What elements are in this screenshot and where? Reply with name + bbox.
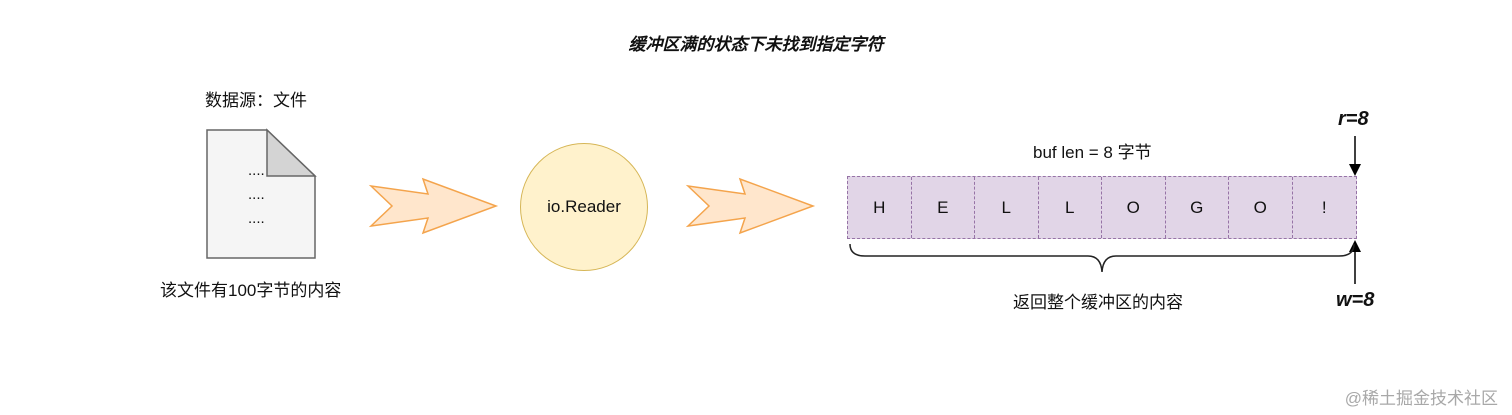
- flow-arrow-1: [368, 177, 499, 235]
- file-icon: [206, 128, 317, 259]
- file-content-line: ....: [248, 210, 265, 227]
- buffer-cell: O: [1229, 177, 1293, 238]
- w-pointer-label: w=8: [1336, 289, 1375, 311]
- buf-len-label: buf len = 8 字节: [1033, 143, 1152, 162]
- curly-brace: [849, 243, 1355, 273]
- buffer-cell: G: [1166, 177, 1229, 238]
- diagram-title: 缓冲区满的状态下未找到指定字符: [628, 35, 884, 54]
- file-content-line: ....: [248, 162, 265, 179]
- buffer-cell: L: [975, 177, 1039, 238]
- r-pointer-label: r=8: [1338, 108, 1369, 130]
- io-reader-label: io.Reader: [547, 197, 621, 216]
- io-reader-node: io.Reader: [520, 143, 648, 271]
- buffer-cell: L: [1039, 177, 1102, 238]
- source-label: 数据源：文件: [205, 91, 307, 110]
- watermark: @稀土掘金技术社区: [1344, 389, 1498, 408]
- brace-caption: 返回整个缓冲区的内容: [1013, 293, 1183, 312]
- r-pointer-arrow-icon: [1349, 136, 1361, 176]
- file-caption: 该文件有100字节的内容: [160, 281, 342, 300]
- buffer-cell: O: [1102, 177, 1166, 238]
- buffer-cell: H: [848, 177, 912, 238]
- w-pointer-arrow-icon: [1349, 240, 1361, 284]
- file-content-line: ....: [248, 186, 265, 203]
- buffer: H E L L O G O !: [847, 176, 1357, 239]
- flow-arrow-2: [685, 177, 816, 235]
- buffer-cell: !: [1321, 197, 1327, 217]
- buffer-cell: E: [912, 177, 975, 238]
